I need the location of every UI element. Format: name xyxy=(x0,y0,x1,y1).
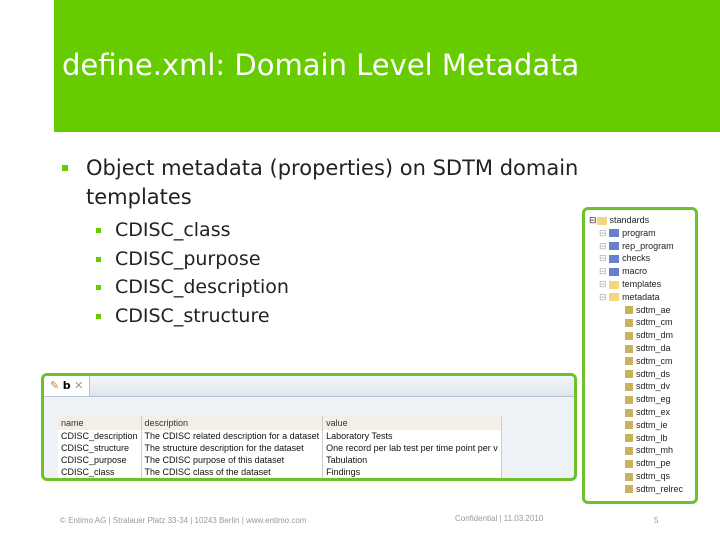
properties-tab[interactable]: ✎ b ✕ xyxy=(44,376,91,396)
dataset-icon xyxy=(625,447,633,456)
slide-title: define.xml: Domain Level Metadata xyxy=(62,48,580,82)
folder-icon xyxy=(609,229,620,238)
expand-icon[interactable]: ⊟ xyxy=(599,266,607,277)
folder-icon xyxy=(609,293,620,302)
cell: Findings xyxy=(322,466,502,478)
expand-icon[interactable]: ⊟ xyxy=(599,227,607,238)
bullet-icon xyxy=(96,228,101,233)
tree-item[interactable]: sdtm_lb xyxy=(625,432,668,445)
tree-item[interactable]: sdtm_da xyxy=(625,342,671,355)
tree-folder[interactable]: ⊟ rep_program xyxy=(599,240,674,251)
sub-bullet: CDISC_structure xyxy=(96,302,289,331)
dataset-icon xyxy=(625,459,633,468)
column-description[interactable]: description xyxy=(141,416,324,430)
bullet-icon xyxy=(96,256,101,262)
cell: Tabulation xyxy=(322,454,502,466)
dataset-icon xyxy=(625,408,633,417)
dataset-icon xyxy=(625,395,633,404)
dataset-icon xyxy=(625,485,633,494)
sub-bullet: CDISC_purpose xyxy=(96,245,289,274)
page-number: 5 xyxy=(654,516,659,525)
footer-copyright: © Entimo AG | Stralauer Platz 33-34 | 10… xyxy=(60,516,307,525)
cell: CDISC_description xyxy=(58,430,142,442)
tree-item[interactable]: sdtm_qs xyxy=(625,470,670,483)
cell: CDISC_class xyxy=(58,466,142,478)
edit-icon: ✎ xyxy=(50,379,60,392)
cell: CDISC_structure xyxy=(58,442,142,454)
tree-item[interactable]: sdtm_ie xyxy=(625,419,668,432)
tree-folder[interactable]: ⊟ templates xyxy=(599,279,662,289)
column-value[interactable]: value xyxy=(322,416,502,430)
expand-icon[interactable]: ⊟ xyxy=(599,279,607,289)
expand-icon[interactable]: ⊟ xyxy=(599,291,607,302)
collapse-icon[interactable]: ⊟ xyxy=(589,215,597,225)
footer-confidential: Confidential | 11.03.2010 xyxy=(455,514,544,523)
cell: The structure description for the datase… xyxy=(141,442,324,454)
close-icon[interactable]: ✕ xyxy=(74,379,84,392)
dataset-icon xyxy=(625,331,633,340)
cell: The CDISC purpose of this dataset xyxy=(141,454,324,466)
folder-icon xyxy=(596,216,607,225)
tree-item[interactable]: sdtm_cm xyxy=(625,355,673,368)
sub-bullet: CDISC_description xyxy=(96,273,289,302)
tree-item[interactable]: sdtm_ds xyxy=(625,368,670,381)
expand-icon[interactable]: ⊟ xyxy=(599,253,607,264)
tree-folder[interactable]: ⊟ program xyxy=(599,227,656,238)
tree-item[interactable]: sdtm_pe xyxy=(625,457,671,470)
cell: One record per lab test per time point p… xyxy=(322,442,502,454)
dataset-icon xyxy=(625,472,633,481)
tree-item[interactable]: sdtm_mh xyxy=(625,444,673,457)
tree-item[interactable]: sdtm_ex xyxy=(625,406,670,419)
dataset-icon xyxy=(625,370,633,379)
tree-item[interactable]: sdtm_eg xyxy=(625,393,671,406)
folder-icon xyxy=(609,267,620,276)
dataset-icon xyxy=(625,434,633,443)
standards-tree: ⊟standards ⊟ program ⊟ rep_program ⊟ check… xyxy=(582,207,698,504)
tree-item[interactable]: sdtm_dm xyxy=(625,329,673,342)
dataset-icon xyxy=(625,344,633,353)
column-name[interactable]: name xyxy=(58,416,142,430)
folder-icon xyxy=(609,242,620,251)
folder-icon xyxy=(609,280,620,289)
dataset-icon xyxy=(625,357,633,366)
expand-icon[interactable]: ⊟ xyxy=(599,240,607,251)
cell: CDISC_purpose xyxy=(58,454,142,466)
main-bullet: Object metadata (properties) on SDTM dom… xyxy=(62,154,682,212)
sub-bullet-list: CDISC_class CDISC_purpose CDISC_descript… xyxy=(96,216,289,331)
dataset-icon xyxy=(625,421,633,430)
dataset-icon xyxy=(625,383,633,392)
bullet-icon xyxy=(96,314,101,320)
cell: The CDISC related description for a data… xyxy=(141,430,324,442)
tree-item[interactable]: sdtm_ae xyxy=(625,304,671,317)
tree-folder[interactable]: ⊟ metadata xyxy=(599,291,660,302)
tree-item[interactable]: sdtm_dv xyxy=(625,380,670,393)
tree-folder[interactable]: ⊟ macro xyxy=(599,266,648,277)
folder-icon xyxy=(609,255,620,264)
tab-bar: ✎ b ✕ xyxy=(44,376,574,397)
bullet-icon xyxy=(62,165,68,171)
tree-item[interactable]: sdtm_relrec xyxy=(625,483,683,496)
cell: The CDISC class of the dataset xyxy=(141,466,324,478)
cell: Laboratory Tests xyxy=(322,430,502,442)
header-banner xyxy=(54,0,720,132)
bullet-icon xyxy=(96,285,101,291)
tree-folder[interactable]: ⊟ checks xyxy=(599,253,651,264)
tree-item[interactable]: sdtm_cm xyxy=(625,316,673,329)
dataset-icon xyxy=(625,306,633,315)
tree-root[interactable]: ⊟standards xyxy=(589,215,650,225)
sub-bullet: CDISC_class xyxy=(96,216,289,245)
dataset-icon xyxy=(625,319,633,328)
